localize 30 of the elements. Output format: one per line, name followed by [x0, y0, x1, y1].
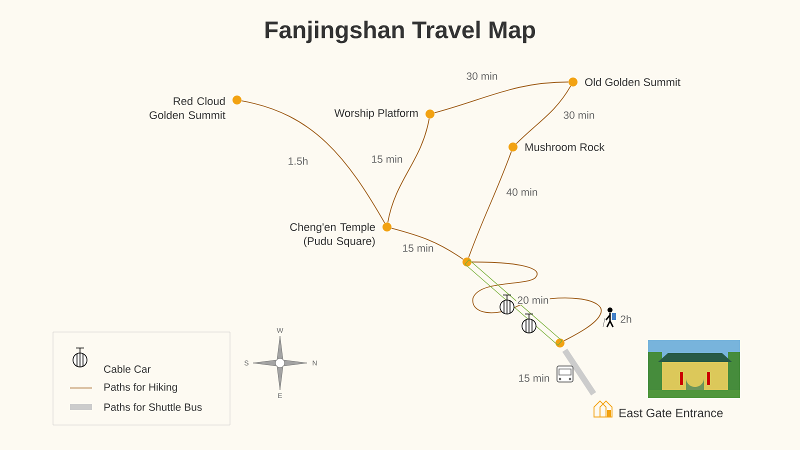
- edge-label: 1.5h: [286, 156, 310, 166]
- place-label: Cheng'en Temple (Pudu Square): [290, 222, 375, 248]
- map-dot: [462, 258, 472, 266]
- edge-label: 2h: [619, 314, 633, 324]
- place-label: Worship Platform: [334, 108, 418, 120]
- place-label: Old Golden Summit: [585, 78, 680, 86]
- legend-label: Cable Car: [104, 365, 151, 373]
- path-line: [471, 262, 602, 342]
- edge-label: 15 min: [401, 243, 435, 253]
- place-label: Red Cloud Golden Summit: [150, 96, 226, 120]
- path-line: [241, 100, 386, 224]
- path-line: [562, 348, 596, 396]
- path-line: [464, 259, 562, 346]
- path-line: [468, 150, 512, 258]
- path-line: [434, 82, 569, 114]
- map-dot: [556, 338, 564, 348]
- path-line: [387, 118, 430, 223]
- edge-label: 15 min: [517, 373, 551, 383]
- edge-label: 30 min: [465, 71, 499, 81]
- place-label: East Gate Entrance: [620, 408, 723, 418]
- path-line: [391, 228, 464, 260]
- edge-label: 20 min: [516, 295, 550, 305]
- legend-label: Paths for Hiking: [104, 383, 177, 393]
- place-label: Mushroom Rock: [525, 142, 605, 152]
- edge-label: 40 min: [505, 187, 539, 197]
- edge-label: 15 min: [370, 154, 404, 164]
- legend-label: Paths for Shuttle Bus: [104, 403, 202, 411]
- title: Fanjingshan Travel Map: [266, 20, 536, 44]
- path-line: [516, 86, 572, 144]
- edge-label: 30 min: [562, 110, 596, 120]
